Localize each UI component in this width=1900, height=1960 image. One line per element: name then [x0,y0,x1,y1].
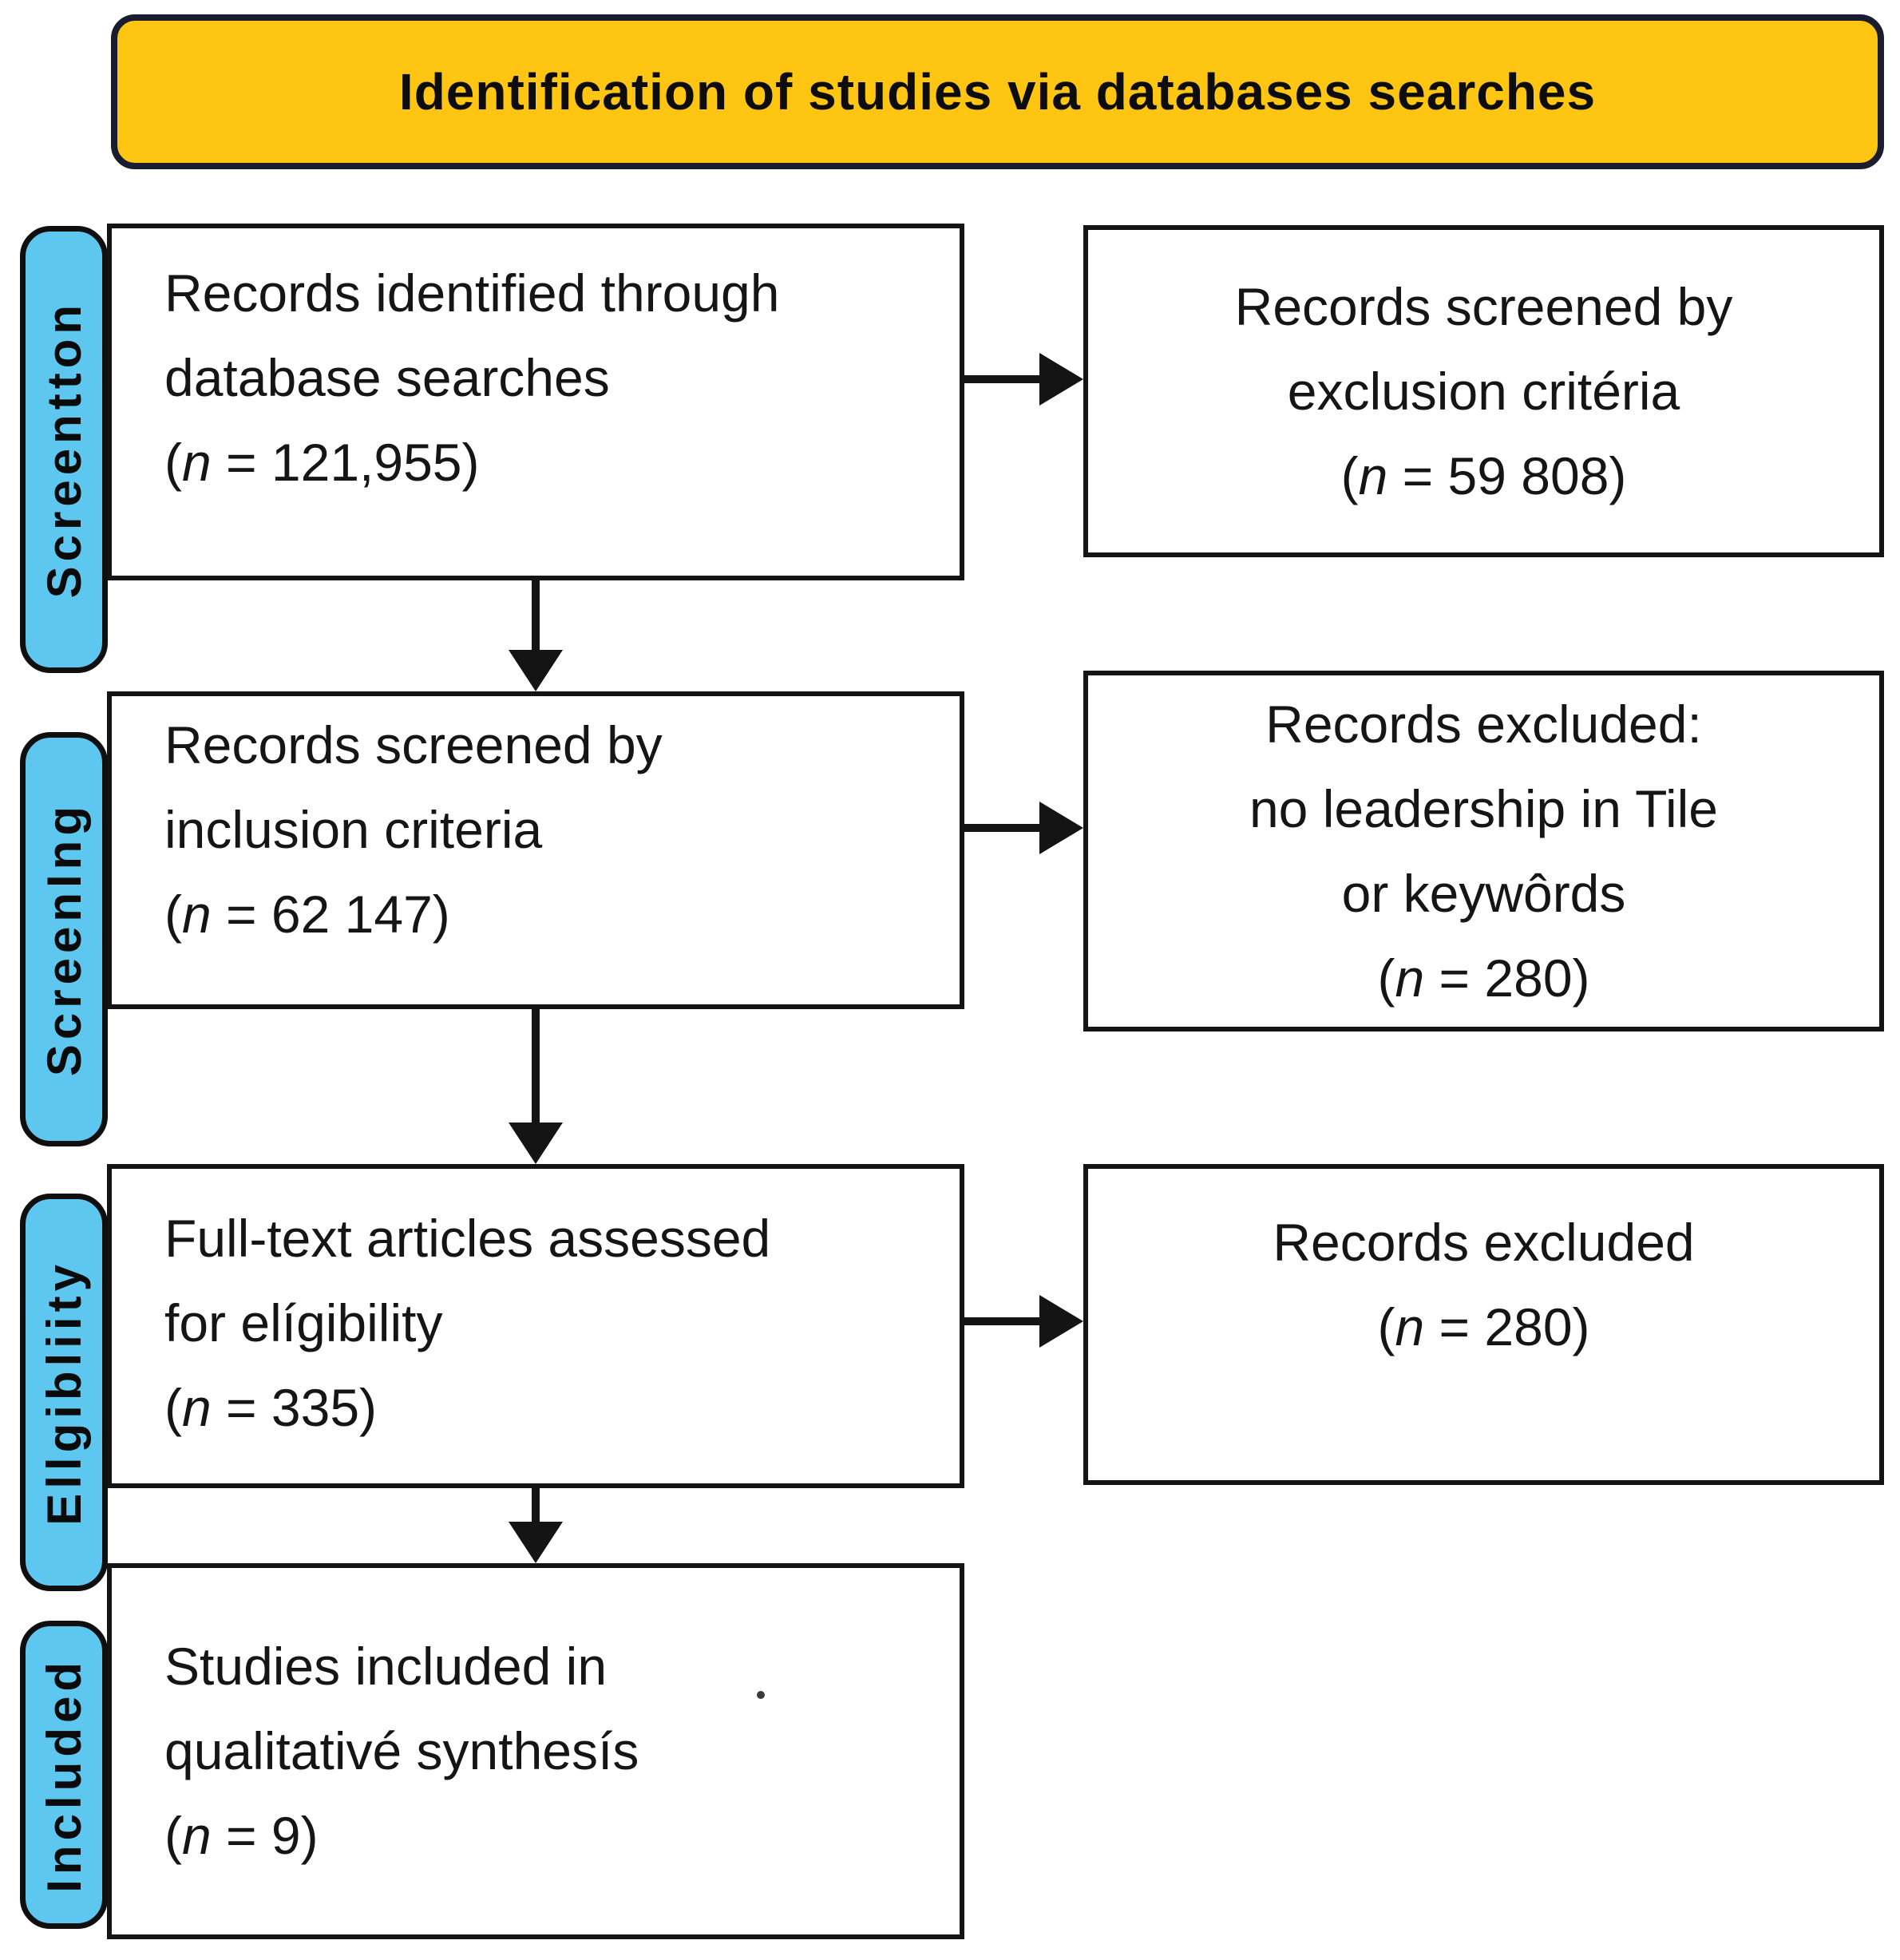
box-excluded-no-leadership: Records excluded: no leadership in Tile … [1083,671,1884,1031]
box-text-line: exclusion critéria [1287,362,1680,421]
stage-pill-4: Included [20,1621,108,1929]
box-text-line: Studies included in [164,1637,608,1696]
box-screened-inclusion: Records screened by inclusion criteria (… [107,691,964,1009]
box-text-line: qualitativé synthesís [164,1721,639,1780]
arrow-down-2-shaft [532,1009,540,1124]
arrow-down-2-head [509,1123,563,1164]
diagram-title-banner: Identification of studies via databases … [111,14,1884,169]
box-count-line: (n = 9) [164,1806,319,1865]
box-text-line: no leadership in Tile [1249,779,1719,838]
box-count-line: (n = 335) [164,1378,378,1437]
box-count-line: (n = 280) [1377,948,1590,1008]
arrow-down-3-shaft [532,1488,540,1523]
box-screened-exclusion: Records screened by exclusion critéria (… [1083,225,1884,557]
stage-pill-2: ScreenIng [20,732,108,1146]
arrow-right-1-shaft [964,375,1041,383]
box-text-line: Records excluded [1273,1213,1695,1272]
box-count-line: (n = 121,955) [164,433,480,492]
box-count-line: (n = 280) [1377,1297,1590,1356]
box-text-line: inclusion criteria [164,800,543,859]
box-records-excluded: Records excluded (n = 280) [1083,1164,1884,1485]
box-text-line: Records identified through [164,263,780,323]
stage-pill-1-label: Screentton [37,300,91,599]
arrow-right-3-head [1039,1295,1083,1348]
stage-pill-3: Ellgibliity [20,1194,108,1591]
arrow-down-3-head [509,1522,563,1563]
box-studies-included: Studies included in qualitativé synthesí… [107,1563,964,1939]
stage-pill-3-label: Ellgibliity [37,1259,91,1526]
stage-pill-2-label: ScreenIng [37,802,91,1077]
arrow-down-1-head [509,650,563,691]
box-fulltext-assessed: Full-text articles assessed for elígibil… [107,1164,964,1488]
arrow-right-2-shaft [964,824,1041,832]
box-text-line: or keywôrds [1341,864,1626,923]
box-count-line: (n = 62 147) [164,885,450,944]
box-text-line: Records screened by [164,715,663,774]
stage-pill-1: Screentton [20,226,108,673]
box-text-line: Full-text articles assessed [164,1209,771,1268]
stage-pill-4-label: Included [37,1657,91,1893]
arrow-right-2-head [1039,802,1083,854]
box-text-line: Records excluded: [1265,695,1702,754]
stray-dot [757,1691,765,1699]
box-count-line: (n = 59 808) [1340,446,1627,505]
box-text-line: for elígibility [164,1293,443,1352]
diagram-title: Identification of studies via databases … [398,63,1597,121]
box-text-line: database searches [164,348,610,407]
box-text-line: Records screened by [1234,277,1733,336]
arrow-right-3-shaft [964,1317,1041,1325]
arrow-right-1-head [1039,353,1083,406]
arrow-down-1-shaft [532,580,540,651]
box-records-identified: Records identified through database sear… [107,224,964,580]
